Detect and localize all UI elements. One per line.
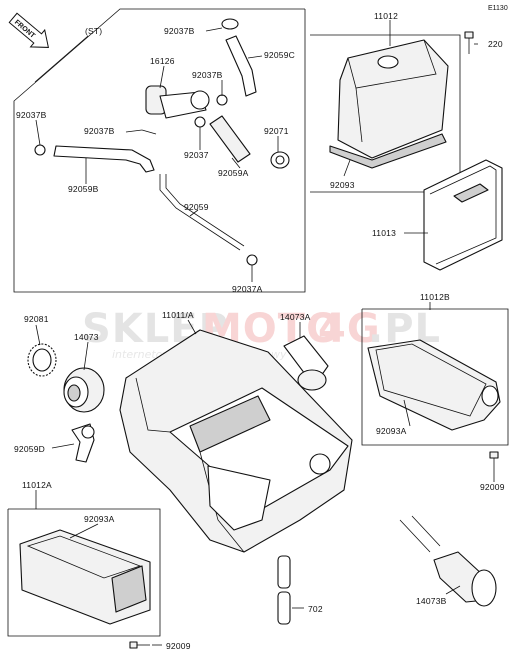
cover-frame: [310, 34, 461, 193]
intake-funnel: [399, 515, 497, 607]
label-92093A-left: 92093A: [84, 514, 115, 524]
drain-tubes: [277, 555, 291, 625]
label-92059: 92059: [184, 202, 209, 212]
diagram-code: E1130: [488, 5, 508, 12]
label-92093: 92093: [330, 180, 355, 190]
cover-a-frame: [7, 508, 161, 637]
label-14073: 14073: [74, 332, 99, 342]
label-92037B-mid: 92037B: [192, 70, 223, 80]
air-cleaner-cover-b: [367, 339, 501, 431]
bolt-92009-left: [129, 641, 150, 649]
label-92059C: 92059C: [264, 50, 295, 60]
label-92081: 92081: [24, 314, 49, 324]
air-filter-element: [423, 159, 503, 271]
label-11011A: 11011/A: [162, 310, 194, 320]
set-frame: [13, 8, 306, 293]
label-702: 702: [308, 604, 323, 614]
air-cleaner-cover-a: [19, 529, 151, 625]
label-92037: 92037: [184, 150, 209, 160]
part-labels: 92037B 92059C 16126 92037B 92037B 92037B…: [14, 11, 505, 651]
label-11012B: 11012B: [420, 292, 450, 302]
label-11012A: 11012A: [22, 480, 52, 490]
label-220: 220: [488, 39, 503, 49]
air-cleaner-cover: [329, 39, 449, 169]
watermark-brand-c: 4G: [318, 306, 381, 352]
set-label: (ST): [85, 26, 102, 36]
label-92037B-top: 92037B: [164, 26, 195, 36]
cover-b-frame: [361, 308, 509, 446]
duct-spring: [27, 343, 57, 377]
intake-boot: [283, 335, 329, 391]
label-16126: 16126: [150, 56, 175, 66]
label-11012: 11012: [374, 11, 398, 21]
label-92059A: 92059A: [218, 168, 249, 178]
label-92071: 92071: [264, 126, 289, 136]
intake-duct: [63, 367, 105, 413]
bolt-92009-right: [489, 451, 499, 474]
leader-lines: [35, 20, 495, 646]
label-14073A: 14073A: [280, 312, 311, 322]
label-14073B: 14073B: [416, 596, 447, 606]
breather-hose-set: [34, 18, 290, 266]
label-92059B: 92059B: [68, 184, 99, 194]
label-92093A-right: 92093A: [376, 426, 407, 436]
front-arrow-icon: FRONT: [8, 12, 50, 48]
label-92009-right: 92009: [480, 482, 505, 492]
label-92009-left: 92009: [166, 641, 191, 651]
label-11013: 11013: [372, 228, 396, 238]
air-cleaner-housing: [119, 329, 353, 553]
drain-elbow: [71, 423, 95, 463]
label-92059D: 92059D: [14, 444, 45, 454]
label-92037B-left: 92037B: [16, 110, 47, 120]
screw-220: [464, 31, 474, 54]
label-92037B-left2: 92037B: [84, 126, 115, 136]
label-92037A: 92037A: [232, 284, 263, 294]
